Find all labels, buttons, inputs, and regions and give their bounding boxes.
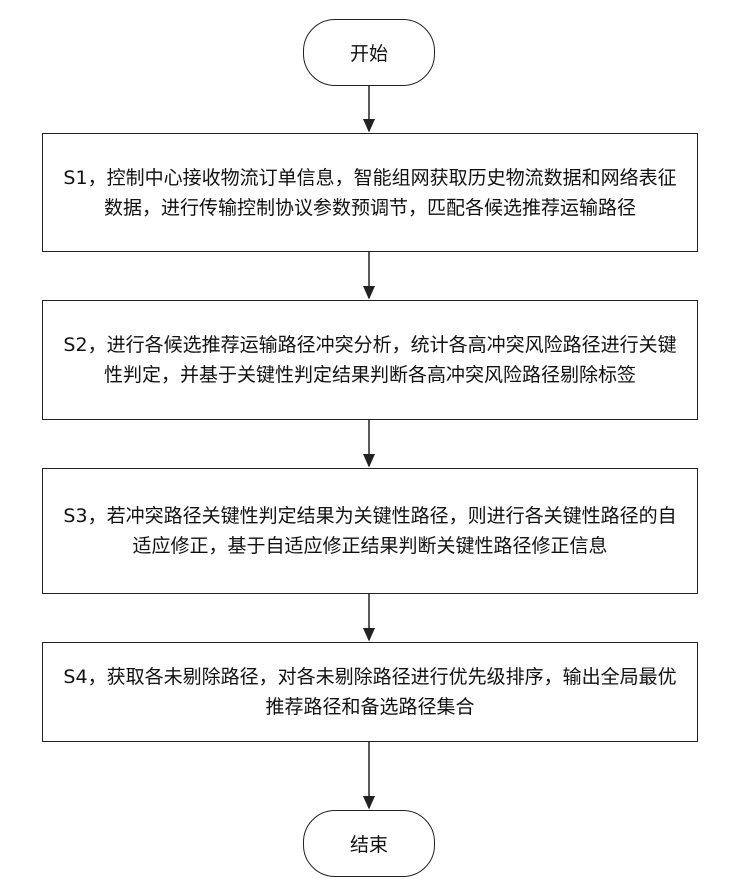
step-s3: S3，若冲突路径关键性判定结果为关键性路径，则进行各关键性路径的自适应修正，基于…	[42, 468, 698, 594]
step-s4-text: S4，获取各未剔除路径，对各未剔除路径进行优先级排序，输出全局最优推荐路径和备选…	[59, 662, 681, 722]
step-s1-text: S1，控制中心接收物流订单信息，智能组网获取历史物流数据和网络表征数据，进行传输…	[59, 163, 681, 223]
step-s2: S2，进行各候选推荐运输路径冲突分析，统计各高冲突风险路径进行关键性判定，并基于…	[42, 300, 698, 420]
end-node: 结束	[303, 810, 435, 877]
step-s2-text: S2，进行各候选推荐运输路径冲突分析，统计各高冲突风险路径进行关键性判定，并基于…	[59, 330, 681, 390]
step-s1: S1，控制中心接收物流订单信息，智能组网获取历史物流数据和网络表征数据，进行传输…	[42, 133, 698, 252]
end-label: 结束	[350, 830, 388, 857]
start-label: 开始	[350, 39, 388, 66]
step-s4: S4，获取各未剔除路径，对各未剔除路径进行优先级排序，输出全局最优推荐路径和备选…	[42, 642, 698, 742]
start-node: 开始	[303, 19, 435, 86]
step-s3-text: S3，若冲突路径关键性判定结果为关键性路径，则进行各关键性路径的自适应修正，基于…	[59, 501, 681, 561]
